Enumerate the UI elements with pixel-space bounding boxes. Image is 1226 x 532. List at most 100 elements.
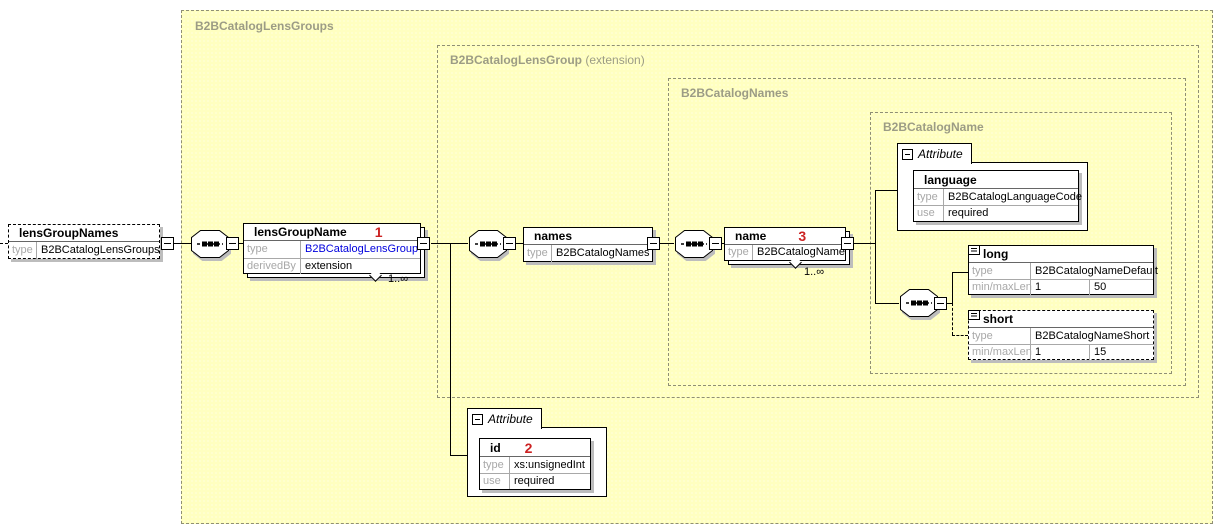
element-title: short [969, 311, 1153, 328]
row-label: type [725, 245, 753, 260]
group-label-lensgroup: B2BCatalogLensGroup (extension) [450, 53, 645, 67]
row-label: type [9, 242, 37, 259]
connector-line [952, 272, 968, 273]
connector-line [0, 243, 8, 244]
row-value-max: 15 [1094, 346, 1107, 358]
group-label-suffix: (extension) [585, 53, 645, 67]
group-label-name: B2BCatalogName [883, 120, 984, 134]
row-value-max: 50 [1094, 281, 1107, 293]
element-box-names[interactable]: names type B2BCatalogNames [523, 227, 653, 262]
collapse-icon[interactable] [934, 297, 947, 310]
element-title: name 3 [725, 228, 845, 245]
collapse-icon[interactable] [417, 237, 430, 250]
occurrence-label: 1..∞ [804, 266, 825, 278]
element-box-short[interactable]: short type B2BCatalogNameShort min/maxLe… [968, 310, 1154, 360]
row-label: type [969, 328, 1031, 344]
group-label-names: B2BCatalogNames [681, 86, 788, 100]
connector-line [431, 243, 468, 244]
element-box-lensgroupnames[interactable]: lensGroupNames type B2BCatalogLensGroups [8, 224, 160, 259]
connector-line [875, 303, 899, 304]
occurrence-label: 1..∞ [388, 273, 409, 285]
row-value: B2BCatalogLensGroups [41, 244, 160, 256]
collapse-icon[interactable] [226, 237, 239, 250]
text-content-icon [968, 245, 980, 255]
group-label-lensgroups: B2BCatalogLensGroups [195, 19, 334, 33]
connector-line [239, 243, 244, 244]
connector-line [659, 243, 674, 244]
collapse-icon[interactable] [161, 237, 174, 250]
connector-line [952, 272, 953, 304]
element-title-text: long [983, 247, 1009, 261]
group-label-text: B2BCatalogNames [681, 86, 789, 100]
attribute-tab-label: Attribute [488, 412, 533, 426]
element-title-text: id [490, 440, 501, 455]
collapse-icon[interactable] [472, 413, 483, 425]
connector-line [875, 190, 898, 191]
row-label: type [480, 457, 510, 473]
sequence-icon[interactable] [190, 229, 230, 259]
row-label: min/maxLen [969, 345, 1032, 360]
group-label-text: B2BCatalogLensGroups [195, 19, 334, 33]
element-title: lensGroupNames [9, 225, 159, 242]
row-label: type [914, 189, 944, 205]
sequence-icon[interactable] [899, 288, 939, 318]
row-value: B2BCatalogNameDefault [1035, 264, 1158, 277]
group-b2bcatalognames [668, 78, 1186, 386]
connector-line [952, 335, 968, 336]
attribute-tab: Attribute [467, 408, 542, 429]
element-title: long [969, 246, 1153, 263]
collapse-icon[interactable] [709, 237, 722, 250]
element-title-text: lensGroupNames [19, 226, 119, 240]
element-title: id 2 [480, 439, 590, 457]
element-box-lensgroupname[interactable]: lensGroupName 1 type B2BCatalogLensGroup… [243, 223, 421, 274]
text-content-icon [968, 310, 980, 320]
row-value: extension [305, 260, 353, 272]
group-label-text: B2BCatalogLensGroup [450, 53, 583, 67]
element-title-text: name [735, 229, 767, 243]
row-label: min/maxLen [969, 280, 1032, 295]
row-label: type [244, 241, 301, 258]
element-title-text: names [534, 229, 573, 243]
collapse-icon[interactable] [503, 237, 516, 250]
attribute-tab: Attribute [897, 143, 972, 164]
annotation-number: 1 [374, 224, 383, 240]
row-value: B2BCatalogNames [556, 247, 650, 259]
row-value: required [514, 475, 555, 487]
collapse-icon[interactable] [647, 237, 660, 250]
connector-line [450, 243, 451, 456]
element-box-long[interactable]: long type B2BCatalogNameDefault min/maxL… [968, 245, 1158, 295]
element-title: names [524, 228, 652, 245]
connector-line [875, 190, 876, 304]
connector-line [952, 303, 953, 335]
element-title: language [914, 171, 1078, 189]
attribute-box-language[interactable]: language type B2BCatalogLanguageCode use… [913, 170, 1082, 222]
row-label: derivedBy [244, 259, 301, 274]
row-label: use [914, 206, 944, 221]
row-label: type [969, 263, 1031, 279]
sequence-icon[interactable] [468, 229, 508, 259]
connector-line [852, 243, 876, 244]
row-value: required [948, 207, 989, 219]
connector-line [514, 243, 523, 244]
row-value: B2BCatalogName [757, 246, 846, 258]
annotation-number: 3 [798, 228, 807, 244]
row-value: xs:unsignedInt [514, 458, 585, 471]
element-box-name[interactable]: name 3 type B2BCatalogName [724, 227, 846, 261]
row-value-min: 1 [1031, 280, 1090, 295]
collapse-icon[interactable] [841, 237, 854, 250]
group-b2bcataloglensgroup [437, 45, 1199, 398]
attribute-tab-label: Attribute [918, 147, 963, 161]
attribute-box-id[interactable]: id 2 type xs:unsignedInt use required [479, 438, 591, 490]
row-value-type-link[interactable]: B2BCatalogLensGroup [305, 243, 419, 255]
annotation-number: 2 [524, 439, 533, 456]
row-label: use [480, 474, 510, 489]
connector-line [174, 243, 191, 244]
row-value: B2BCatalogNameShort [1035, 329, 1150, 342]
connector-line [719, 243, 725, 244]
group-label-text: B2BCatalogName [883, 120, 984, 134]
row-value-min: 1 [1031, 345, 1090, 360]
collapse-icon[interactable] [902, 148, 913, 160]
row-label: type [524, 245, 552, 262]
sequence-icon[interactable] [674, 229, 714, 259]
